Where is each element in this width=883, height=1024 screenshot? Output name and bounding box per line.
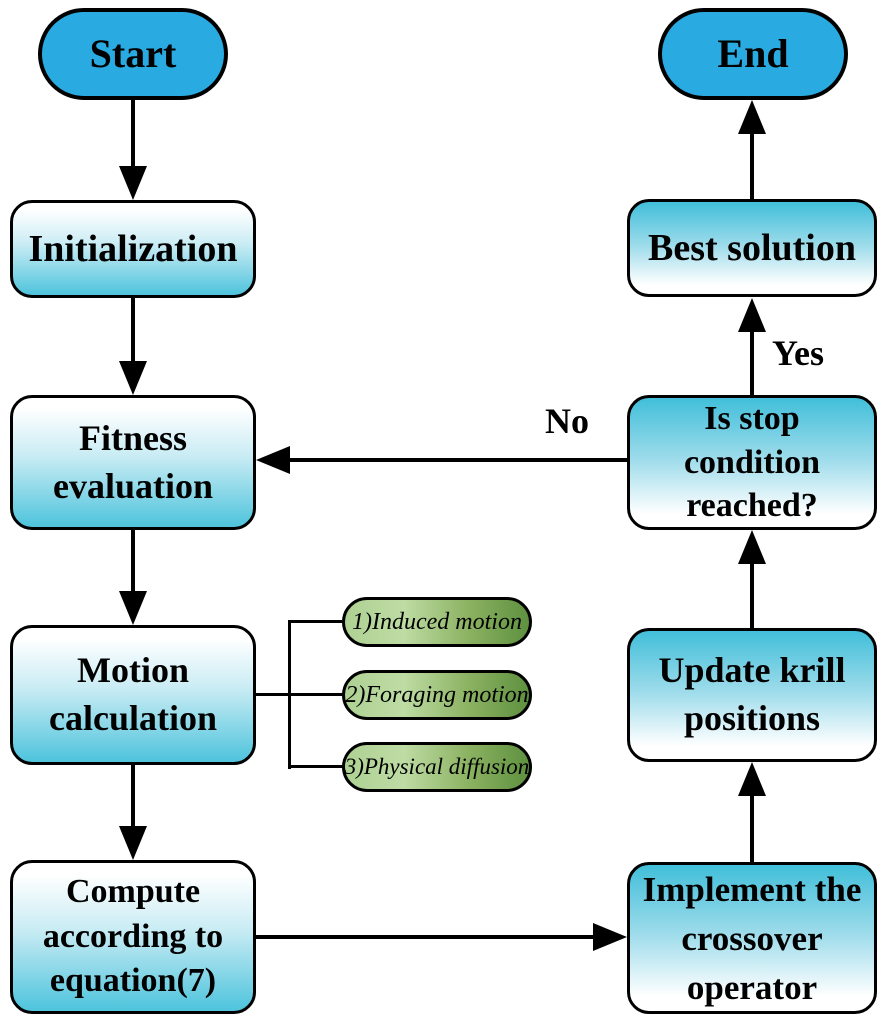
- fitness-evaluation-box: Fitness evaluation: [10, 395, 256, 530]
- arrow-shaft: [131, 100, 135, 170]
- initialization-box: Initialization: [10, 200, 256, 298]
- implement-crossover-box: Implement the crossover operator: [627, 862, 877, 1014]
- arrow-shaft: [286, 458, 627, 462]
- induced-motion-label: 1)Induced motion: [352, 608, 522, 635]
- best-solution-box: Best solution: [627, 199, 877, 297]
- arrowhead-left-icon: [256, 446, 290, 474]
- yes-label: Yes: [772, 333, 824, 373]
- update-krill-box: Update krill positions: [627, 628, 877, 762]
- arrowhead-right-icon: [593, 923, 627, 951]
- arrowhead-down-icon: [119, 826, 147, 860]
- arrow-shaft: [750, 130, 754, 199]
- stop-condition-label: Is stop condition reached?: [683, 400, 821, 525]
- arrow-shaft: [131, 530, 135, 593]
- arrow-shaft: [131, 298, 135, 363]
- end-node: End: [658, 8, 848, 100]
- branch-connector-top-line: [288, 620, 342, 623]
- no-label: No: [545, 401, 589, 441]
- end-label: End: [717, 30, 789, 76]
- arrowhead-up-icon: [738, 298, 766, 332]
- arrowhead-down-icon: [119, 591, 147, 625]
- branch-connector-mid-line: [256, 693, 342, 696]
- start-label: Start: [89, 30, 177, 76]
- initialization-label: Initialization: [28, 227, 238, 270]
- branch-connector-vertical-line: [288, 621, 291, 769]
- best-solution-label: Best solution: [648, 226, 856, 269]
- foraging-motion-label: 2)Foraging motion: [345, 681, 529, 708]
- arrowhead-up-icon: [738, 762, 766, 796]
- start-node: Start: [38, 8, 228, 100]
- compute-equation-label: Compute according to equation(7): [42, 872, 224, 1000]
- arrow-shaft: [131, 765, 135, 828]
- foraging-motion-pill: 2)Foraging motion: [342, 670, 532, 720]
- arrowhead-up-icon: [738, 530, 766, 564]
- arrow-shaft: [750, 792, 754, 862]
- motion-calculation-label: Motion calculation: [49, 650, 217, 738]
- arrowhead-down-icon: [119, 361, 147, 395]
- branch-connector-bottom-line: [288, 765, 342, 768]
- compute-equation-box: Compute according to equation(7): [10, 860, 256, 1014]
- fitness-evaluation-label: Fitness evaluation: [52, 417, 213, 506]
- update-krill-label: Update krill positions: [658, 650, 846, 738]
- arrowhead-down-icon: [119, 166, 147, 200]
- stop-condition-box: Is stop condition reached?: [627, 395, 877, 530]
- arrow-shaft: [750, 560, 754, 628]
- arrow-shaft: [256, 935, 597, 939]
- induced-motion-pill: 1)Induced motion: [342, 597, 532, 647]
- physical-diffusion-label: 3)Physical diffusion: [344, 754, 530, 779]
- arrow-shaft: [750, 328, 754, 395]
- arrowhead-up-icon: [738, 100, 766, 134]
- physical-diffusion-pill: 3)Physical diffusion: [342, 742, 532, 792]
- motion-calculation-box: Motion calculation: [10, 625, 256, 765]
- implement-crossover-label: Implement the crossover operator: [642, 869, 862, 1007]
